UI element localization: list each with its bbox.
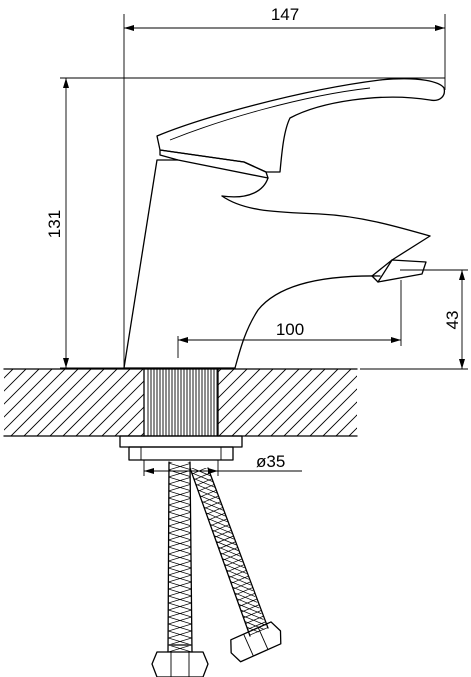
hose-nut-right — [230, 621, 282, 663]
dimension-spout-height: 43 — [360, 269, 468, 370]
overall-height-label: 131 — [45, 210, 64, 238]
lever-handle — [156, 78, 446, 179]
threaded-shank — [143, 368, 219, 437]
mounting-nut — [119, 435, 243, 461]
flexible-hose-left — [151, 461, 209, 677]
dimension-spout-reach: 100 — [177, 280, 402, 358]
dimension-overall-width: 147 — [123, 5, 446, 368]
spout-reach-label: 100 — [276, 320, 304, 339]
dimension-mount-diameter: ø35 — [143, 452, 302, 476]
spout-height-label: 43 — [443, 311, 462, 330]
hose-nut-left — [151, 651, 209, 677]
dimension-overall-height: 131 — [45, 77, 445, 369]
overall-width-label: 147 — [271, 5, 299, 24]
faucet-body — [123, 159, 431, 369]
mount-diameter-label: ø35 — [256, 452, 285, 471]
countertop-slab — [3, 368, 358, 437]
flexible-hose-right — [189, 467, 282, 663]
